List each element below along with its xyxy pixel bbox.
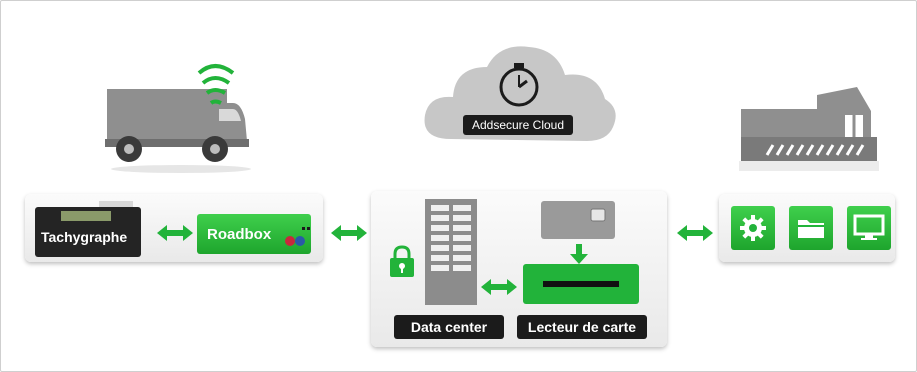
wifi-signal-icon (197, 64, 235, 105)
double-arrow-icon (677, 225, 713, 241)
double-arrow-icon (331, 225, 367, 241)
double-arrow-icon (157, 225, 193, 241)
clock-icon (499, 63, 539, 107)
monitor-icon (853, 214, 885, 240)
datacenter-label: Data center (394, 315, 504, 339)
tachograph-label: Tachygraphe (41, 229, 128, 245)
folder-tile (789, 206, 833, 250)
down-arrow-icon (570, 244, 588, 264)
roadbox-indicator-icon (285, 227, 310, 246)
server-rack (425, 199, 477, 305)
cloud-label: Addsecure Cloud (463, 115, 573, 135)
card-reader-icon (523, 264, 639, 304)
roadbox-label: Roadbox (207, 225, 272, 243)
gear-icon (740, 215, 766, 241)
truck-icon (105, 89, 251, 173)
monitor-tile (847, 206, 891, 250)
lock-icon (390, 245, 414, 277)
tachograph-device (35, 201, 141, 257)
folder-icon (798, 220, 824, 238)
double-arrow-icon (481, 279, 517, 295)
building-icon (739, 87, 879, 171)
gear-tile (731, 206, 775, 250)
cardreader-label: Lecteur de carte (517, 315, 647, 339)
sim-card-icon (541, 201, 615, 239)
roadbox-box: Roadbox (197, 214, 311, 254)
